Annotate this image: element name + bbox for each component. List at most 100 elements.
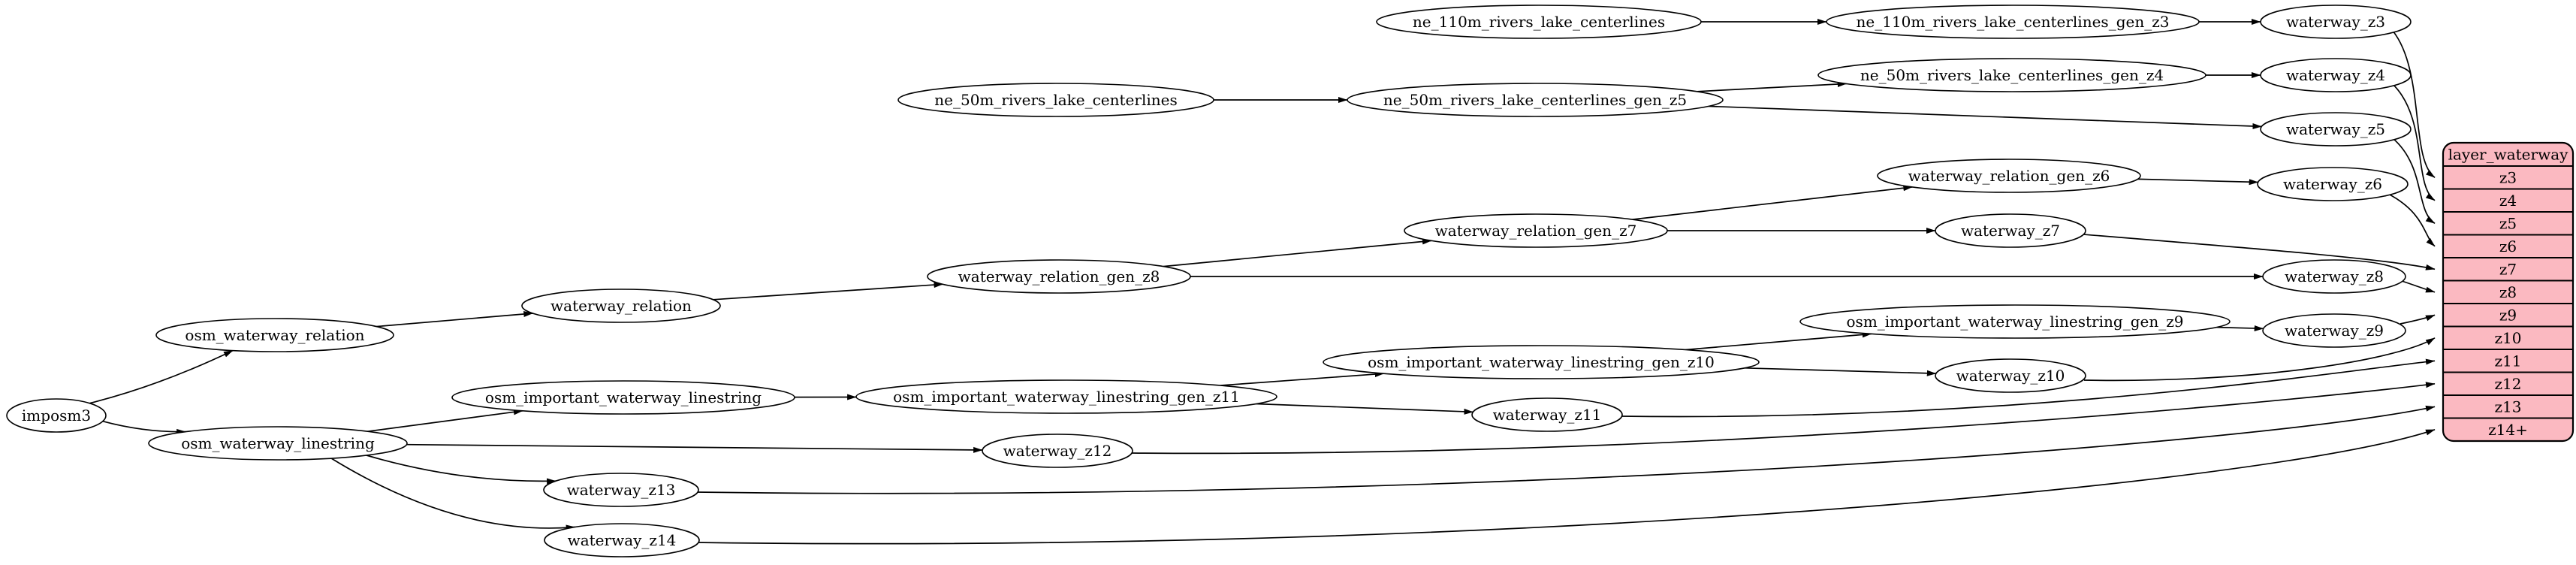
node-ellipse	[1347, 83, 1724, 117]
graph-edge-to-table-z10	[2083, 337, 2436, 382]
graph-edge-to-table-z8	[2401, 280, 2436, 293]
node-label: waterway_z5	[2286, 120, 2385, 138]
node-waterway-z6: waterway_z6	[2257, 167, 2409, 201]
table-row-z14plus: z14+	[2488, 421, 2528, 439]
graph-edge	[1220, 371, 1385, 386]
node-osm-waterway-relation: osm_waterway_relation	[155, 318, 394, 352]
table-row-z9: z9	[2499, 306, 2517, 324]
node-ellipse	[1826, 5, 2200, 39]
table-title: layer_waterway	[2448, 146, 2569, 164]
graph-edge-to-table-z7	[2083, 234, 2436, 270]
table-row-z5: z5	[2499, 214, 2517, 232]
graph-edge	[1163, 238, 1432, 267]
node-label: waterway_z11	[1493, 406, 1602, 424]
graph-edge	[1256, 403, 1474, 415]
node-label: waterway_z10	[1956, 367, 2065, 385]
node-label: ne_50m_rivers_lake_centerlines_gen_z4	[1860, 66, 2164, 84]
node-ellipse	[2260, 58, 2412, 92]
node-ellipse	[2260, 112, 2412, 147]
node-osm-important-waterway-linestring: osm_important_waterway_linestring	[451, 380, 795, 415]
graph-edge-to-table-z9	[2400, 314, 2436, 325]
table-row-z4: z4	[2499, 192, 2517, 210]
node-label: osm_important_waterway_linestring_gen_z1…	[1368, 353, 1715, 371]
node-ellipse	[543, 473, 699, 507]
node-label: waterway_z8	[2285, 267, 2384, 286]
table-row-z3: z3	[2499, 168, 2517, 186]
node-ellipse	[2262, 313, 2406, 348]
table-row-z10: z10	[2495, 329, 2522, 347]
graph-edge-to-table-z11	[1621, 358, 2436, 418]
node-ellipse	[6, 398, 107, 433]
node-osm-important-waterway-linestring-gen-z10: osm_important_waterway_linestring_gen_z1…	[1323, 345, 1760, 379]
node-waterway-z3: waterway_z3	[2260, 5, 2412, 39]
graph-edge-to-table-z12	[1131, 382, 2436, 455]
graph-edge-to-table-z4	[2392, 83, 2436, 201]
table-row-z12: z12	[2495, 375, 2522, 393]
node-ellipse	[148, 426, 408, 461]
node-ellipse	[982, 434, 1133, 468]
graph-edge	[366, 455, 557, 485]
graph-edge	[406, 443, 983, 453]
node-label: osm_waterway_linestring	[181, 434, 375, 452]
node-waterway-z8: waterway_z8	[2262, 259, 2406, 294]
node-osm-waterway-linestring: osm_waterway_linestring	[148, 426, 408, 461]
node-ellipse	[451, 380, 795, 415]
graph-edge-to-table-z14plus	[696, 428, 2436, 545]
node-ellipse	[2262, 259, 2406, 294]
node-waterway-relation-gen-z6: waterway_relation_gen_z6	[1877, 159, 2141, 193]
node-waterway-z7: waterway_z7	[1935, 213, 2086, 248]
table-row-z13: z13	[2495, 397, 2522, 415]
graph-edge	[713, 282, 943, 301]
graph-edge-to-table-z6	[2387, 193, 2436, 247]
graph-edge	[376, 311, 533, 328]
node-ne-50m-rivers-lake-centerlines-gen-z5: ne_50m_rivers_lake_centerlines_gen_z5	[1347, 83, 1724, 117]
node-label: ne_50m_rivers_lake_centerlines	[934, 91, 1177, 109]
table-layer-waterway: layer_waterwayz3z4z5z6z7z8z9z10z11z12z13…	[2442, 141, 2574, 443]
node-ellipse	[897, 83, 1214, 117]
node-waterway-relation-gen-z8: waterway_relation_gen_z8	[927, 259, 1191, 294]
graph-edge	[2216, 325, 2264, 331]
graph-edge	[102, 420, 186, 435]
node-label: waterway_relation_gen_z7	[1435, 222, 1637, 240]
node-label: osm_waterway_relation	[185, 326, 364, 344]
node-ellipse	[1799, 304, 2231, 339]
node-osm-important-waterway-linestring-gen-z11: osm_important_waterway_linestring_gen_z1…	[855, 379, 1277, 414]
node-ne-50m-rivers-lake-centerlines: ne_50m_rivers_lake_centerlines	[897, 83, 1214, 117]
graph-edge-to-table-z13	[696, 405, 2436, 494]
table-layer: layer_waterwayz3z4z5z6z7z8z9z10z11z12z13…	[2442, 141, 2574, 443]
node-osm-important-waterway-linestring-gen-z9: osm_important_waterway_linestring_gen_z9	[1799, 304, 2231, 339]
node-ellipse	[2260, 5, 2412, 39]
node-label: waterway_relation_gen_z6	[1908, 167, 2110, 185]
graph-edge-to-table-z3	[2392, 30, 2436, 178]
node-waterway-relation-gen-z7: waterway_relation_gen_z7	[1404, 213, 1668, 248]
node-waterway-z4: waterway_z4	[2260, 58, 2412, 92]
node-ne-110m-rivers-lake-centerlines-gen-z3: ne_110m_rivers_lake_centerlines_gen_z3	[1826, 5, 2200, 39]
node-waterway-z13: waterway_z13	[543, 473, 699, 507]
node-ellipse	[544, 523, 700, 557]
node-ellipse	[1471, 397, 1623, 432]
nodes-layer: imposm3 osm_waterway_relation osm_waterway…	[6, 5, 2412, 557]
node-label: waterway_z12	[1003, 442, 1112, 460]
node-label: waterway_z6	[2283, 175, 2382, 193]
graph-edge-to-table-z5	[2392, 137, 2436, 225]
node-label: waterway_relation	[550, 297, 692, 315]
node-label: waterway_z14	[568, 531, 677, 549]
node-label: waterway_relation_gen_z8	[958, 267, 1160, 286]
graph-edge	[1708, 105, 2262, 129]
table-row-z8: z8	[2499, 283, 2517, 301]
node-ellipse	[1817, 58, 2206, 92]
table-row-z6: z6	[2499, 237, 2517, 255]
node-ellipse	[1376, 5, 1702, 39]
node-label: ne_110m_rivers_lake_centerlines	[1413, 13, 1665, 31]
node-label: imposm3	[22, 406, 91, 425]
node-ellipse	[521, 289, 721, 323]
node-label: waterway_z4	[2286, 66, 2385, 84]
node-label: waterway_z3	[2286, 13, 2385, 31]
graph-edge	[89, 349, 234, 404]
node-label: osm_important_waterway_linestring	[485, 388, 762, 406]
node-label: waterway_z7	[1961, 222, 2060, 240]
node-waterway-z9: waterway_z9	[2262, 313, 2406, 348]
table-row-z11: z11	[2495, 352, 2522, 370]
node-ellipse	[1935, 213, 2086, 248]
